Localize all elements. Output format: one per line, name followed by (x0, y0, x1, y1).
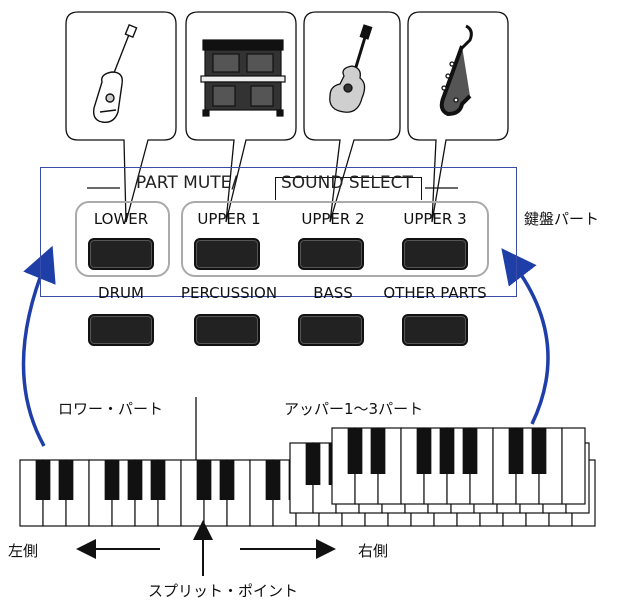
black-key (531, 428, 547, 474)
upper2-button[interactable] (298, 238, 364, 270)
btn-label-other-parts: OTHER PARTS (383, 284, 487, 302)
white-key (561, 427, 586, 505)
black-key (416, 428, 432, 474)
btn-label-bass: BASS (313, 284, 353, 302)
bubble-lower (65, 11, 177, 223)
black-key (58, 460, 74, 500)
black-key (127, 460, 143, 500)
black-key (219, 460, 235, 500)
arrow-to-upper (501, 248, 550, 425)
upper-keyboard (331, 427, 586, 505)
upper1-button[interactable] (194, 238, 260, 270)
left-side-label: 左側 (8, 542, 39, 560)
btn-label-upper1: UPPER 1 (197, 210, 261, 228)
keyboard-parts-label: 鍵盤パート (524, 210, 600, 228)
panel-title-sound-select: SOUND SELECT (281, 173, 413, 193)
percussion-button[interactable] (194, 314, 260, 346)
black-key (104, 460, 120, 500)
upper3-button[interactable] (402, 238, 468, 270)
lower-group-frame (75, 201, 170, 277)
part-mute-panel (40, 167, 517, 297)
black-key (150, 460, 166, 500)
btn-label-percussion: PERCUSSION (180, 284, 278, 302)
black-key (196, 460, 212, 500)
btn-label-lower: LOWER (93, 210, 149, 228)
black-key (265, 460, 281, 500)
lower-part-label: ロワー・パート (58, 400, 164, 418)
bubble-upper3 (407, 11, 509, 223)
acoustic-guitar-icon (329, 24, 373, 113)
right-side-label: 右側 (358, 542, 389, 560)
black-key (347, 428, 363, 474)
black-key (462, 428, 478, 474)
black-key (305, 443, 321, 485)
split-point-label: スプリット・ポイント (148, 582, 299, 600)
drum-button[interactable] (88, 314, 154, 346)
black-key (35, 460, 51, 500)
black-key (508, 428, 524, 474)
other-parts-button[interactable] (402, 314, 468, 346)
upper-parts-label: アッパー1〜3パート (284, 400, 424, 418)
btn-label-upper2: UPPER 2 (301, 210, 365, 228)
black-key (439, 428, 455, 474)
black-key (370, 428, 386, 474)
bass-icon (92, 23, 138, 123)
btn-label-upper3: UPPER 3 (403, 210, 467, 228)
piano-icon (200, 39, 286, 117)
saxophone-icon (439, 24, 473, 117)
panel-title-prefix: PART MUTE/ (136, 173, 238, 193)
bubble-upper2 (303, 11, 401, 223)
upper-group-frame (181, 201, 489, 277)
keyboards (19, 427, 596, 527)
bass-button[interactable] (298, 314, 364, 346)
sound-select-frame (275, 177, 422, 200)
lower-button[interactable] (88, 238, 154, 270)
btn-label-drum: DRUM (98, 284, 144, 302)
arrow-to-lower (21, 245, 56, 447)
